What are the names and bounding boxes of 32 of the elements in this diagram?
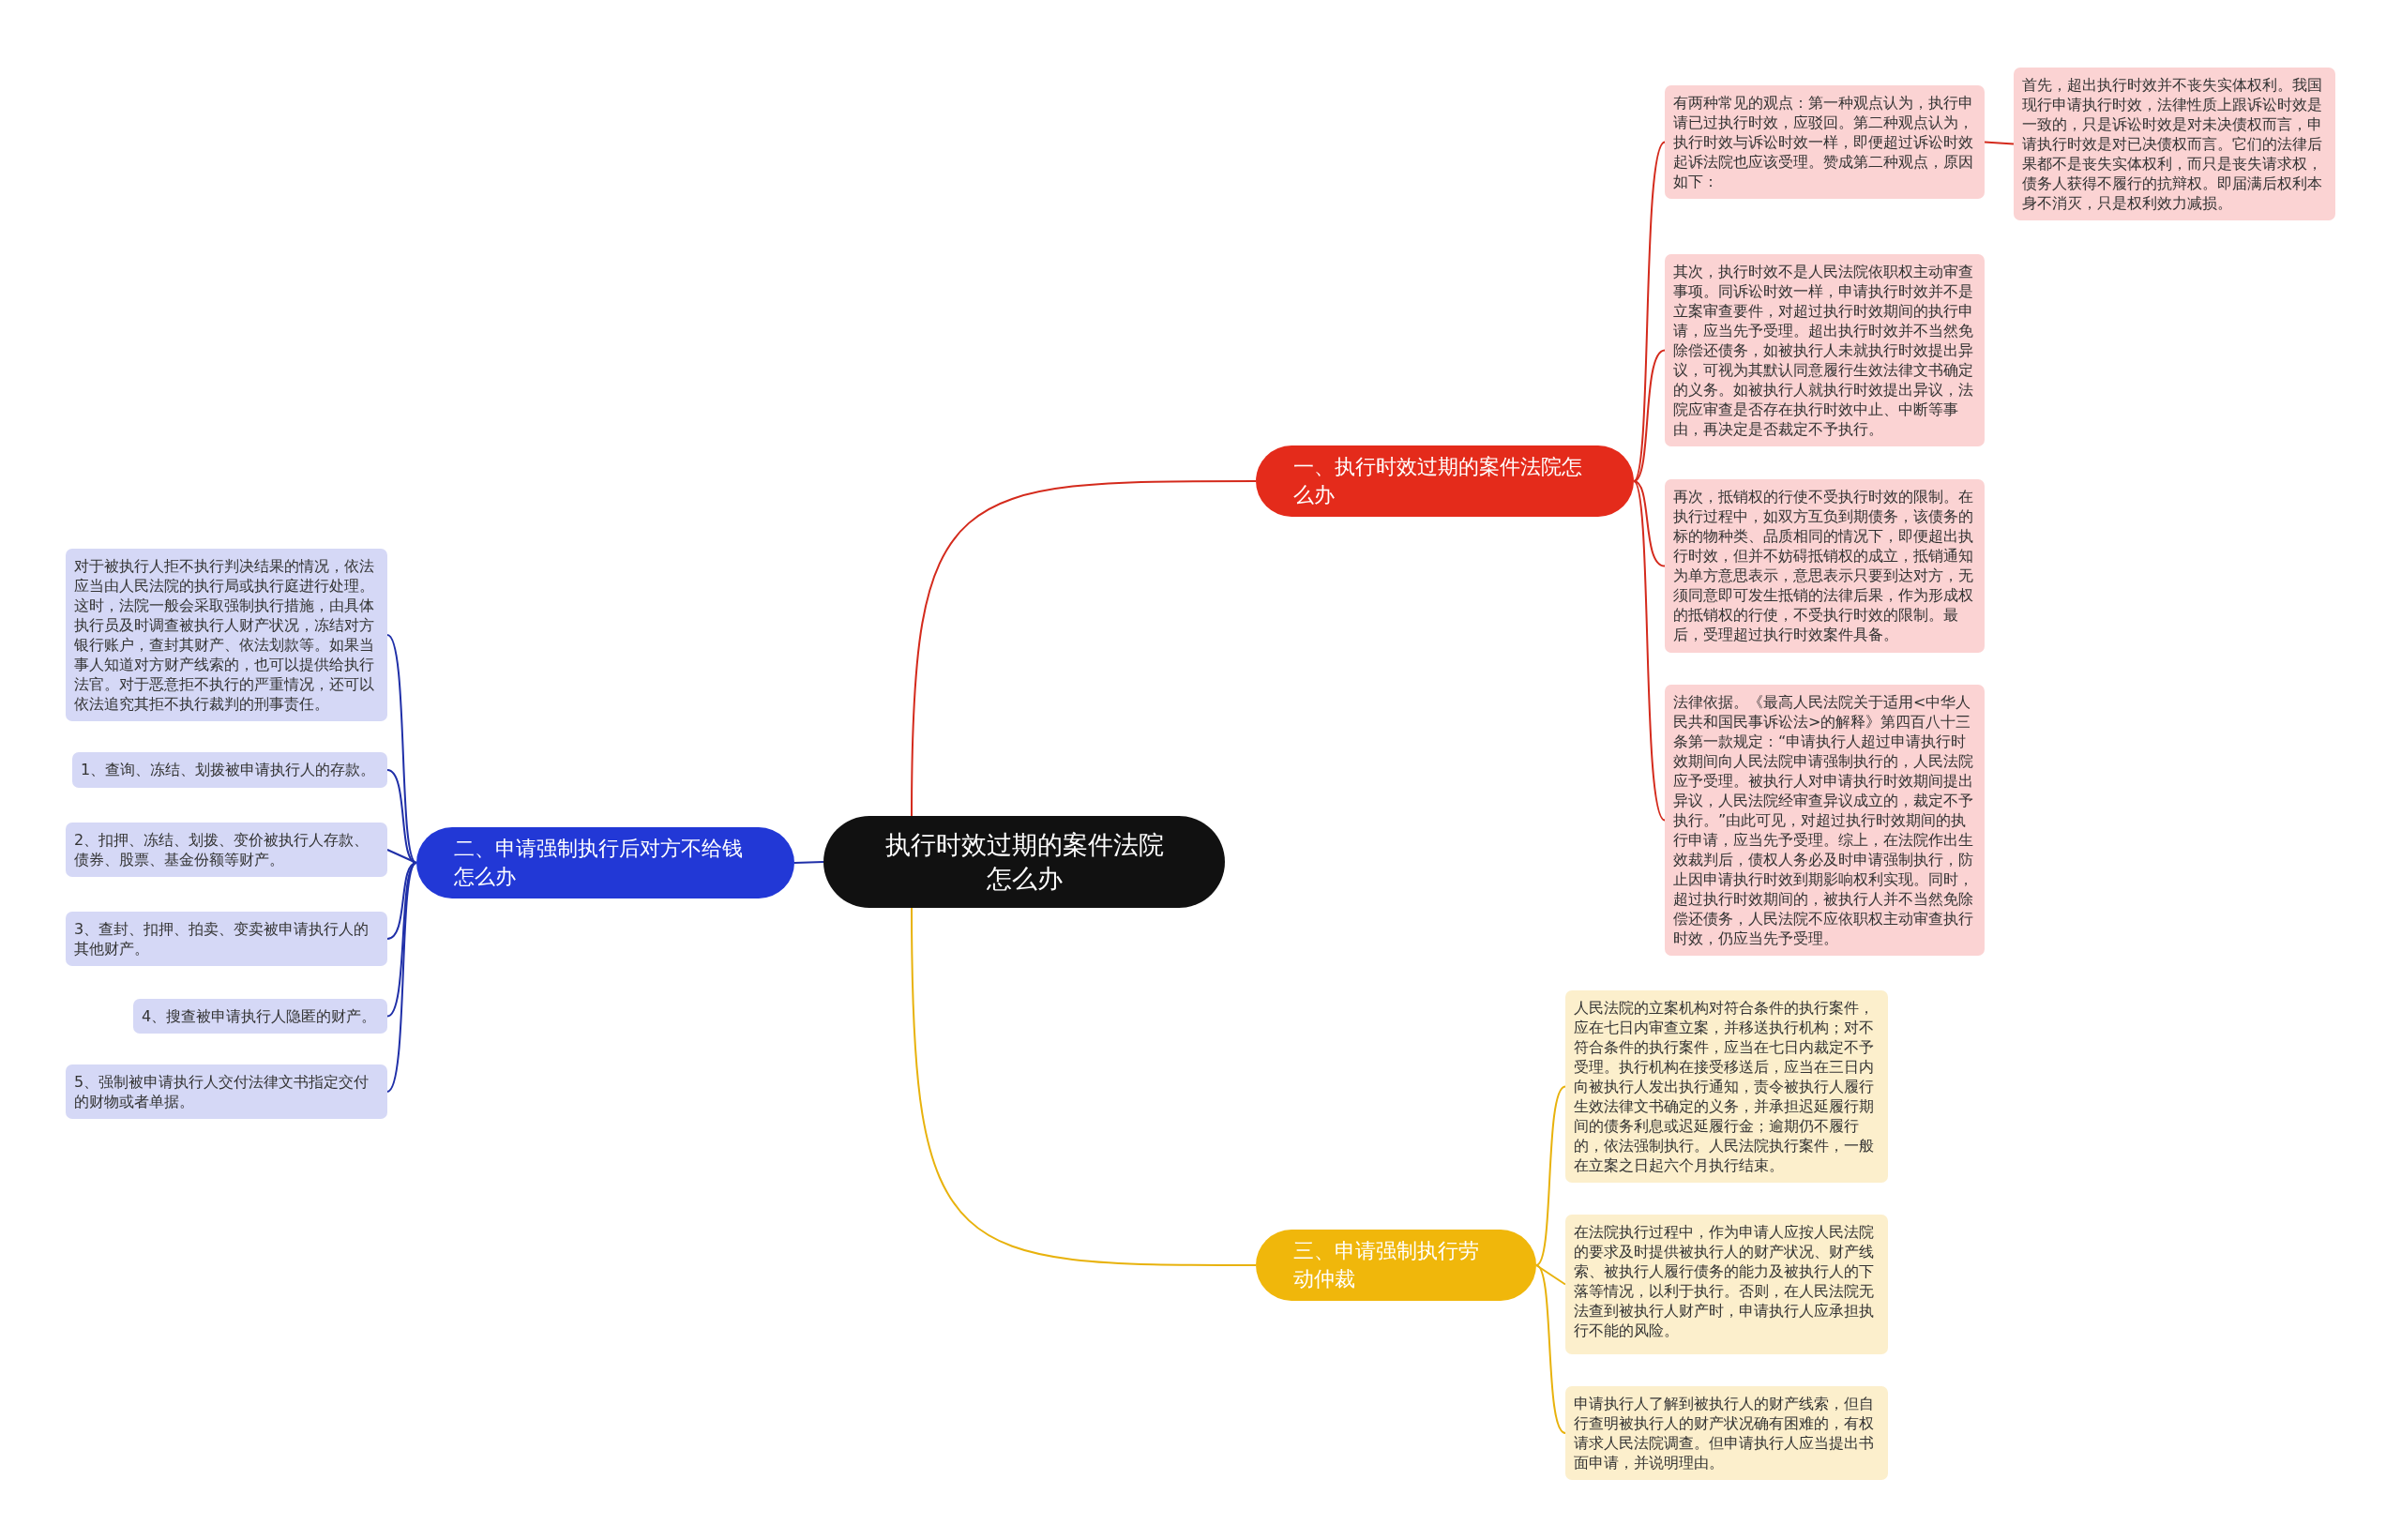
connector-line — [1633, 480, 1666, 822]
note-box: 1、查询、冻结、划拨被申请执行人的存款。 — [72, 752, 387, 788]
connector-line — [1535, 1085, 1566, 1266]
central-topic: 执行时效过期的案件法院怎么办 — [823, 816, 1225, 908]
connector-line — [1535, 1264, 1566, 1286]
note-box: 人民法院的立案机构对符合条件的执行案件，应在七日内审查立案，并移送执行机构；对不符合条件的执行案件，应当在七日内裁定不予受理。执行机构在接受移送后，应当在三日内向被执行人发出执行通知，责令被执行人履行生效法律文书确定的义务，并承担迟延履行期间的债务利息或迟延履行金；逾期仍不履行的，依法强制执行。人民法院执行案件，一般在立案之日起六个月执行结束。 — [1565, 990, 1888, 1183]
connector-line — [386, 862, 417, 1093]
connector-line — [386, 849, 417, 864]
note-box: 申请执行人了解到被执行人的财产线索，但自行查明被执行人的财产状况确有困难的，有权请求人民法院调查。但申请执行人应当提出书面申请，并说明理由。 — [1565, 1386, 1888, 1480]
note-box: 4、搜查被申请执行人隐匿的财产。 — [133, 999, 387, 1034]
connector-line — [1984, 141, 2015, 145]
note-box: 5、强制被申请执行人交付法律文书指定交付的财物或者单据。 — [66, 1064, 387, 1119]
connector-line — [1633, 480, 1666, 567]
note-box: 3、查封、扣押、拍卖、变卖被申请执行人的其他财产。 — [66, 912, 387, 966]
note-box: 对于被执行人拒不执行判决结果的情况，依法应当由人民法院的执行局或执行庭进行处理。这时，法院一般会采取强制执行措施，由具体执行员及时调查被执行人财产状况，冻结对方银行账户，查封其财产、依法划款等。如果当事人知道对方财产线索的，也可以提供给执行法官。对于恶意拒不执行的严重情况，还可以依法追究其拒不执行裁判的刑事责任。 — [66, 549, 387, 721]
branch-topic: 三、申请强制执行劳动仲裁 — [1256, 1230, 1536, 1301]
connector-line — [386, 634, 417, 864]
note-box: 有两种常见的观点：第一种观点认为，执行申请已过执行时效，应驳回。第二种观点认为，执行时效与诉讼时效一样，即便超过诉讼时效起诉法院也应该受理。赞成第二种观点，原因如下： — [1665, 85, 1985, 199]
note-box: 在法院执行过程中，作为申请人应按人民法院的要求及时提供被执行人的财产状况、财产线索、被执行人履行债务的能力及被执行人的下落等情况，以利于执行。否则，在人民法院无法查到被执行人财产时，申请执行人应承担执行不能的风险。 — [1565, 1215, 1888, 1354]
connector-line — [1633, 141, 1666, 482]
branch-topic: 二、申请强制执行后对方不给钱怎么办 — [416, 827, 794, 898]
branch-topic: 一、执行时效过期的案件法院怎么办 — [1256, 445, 1634, 517]
note-box: 2、扣押、冻结、划拨、变价被执行人存款、债券、股票、基金份额等财产。 — [66, 823, 387, 877]
connector-line — [911, 480, 1257, 819]
connector-line — [1535, 1264, 1566, 1434]
note-box: 首先，超出执行时效并不丧失实体权利。我国现行申请执行时效，法律性质上跟诉讼时效是一致的，只是诉讼时效是对未决债权而言，申请执行时效是对已决债权而言。它们的法律后果都不是丧失实体权利，而只是丧失请求权，债务人获得不履行的抗辩权。即届满后权利本身不消灭，只是权利效力减损。 — [2014, 68, 2335, 220]
note-box: 其次，执行时效不是人民法院依职权主动审查事项。同诉讼时效一样，申请执行时效并不是立案审查要件，对超过执行时效期间的执行申请，应当先予受理。超出执行时效并不当然免除偿还债务，如被执行人未就执行时效提出异议，可视为其默认同意履行生效法律文书确定的义务。如被执行人就执行时效提出异议，法院应审查是否存在执行时效中止、中断等事由，再决定是否裁定不予执行。 — [1665, 254, 1985, 446]
note-box: 再次，抵销权的行使不受执行时效的限制。在执行过程中，如双方互负到期债务，该债务的标的物种类、品质相同的情况下，即便超出执行时效，但并不妨碍抵销权的成立，抵销通知为单方意思表示，意思表示只要到达对方，无须同意即可发生抵销的法律后果，作为形成权的抵销权的行使，不受执行时效的限制。最后，受理超过执行时效案件具备。 — [1665, 479, 1985, 653]
note-box: 法律依据。《最高人民法院关于适用<中华人民共和国民事诉讼法>的解释》第四百八十三条第一款规定：“申请执行人超过申请执行时效期间向人民法院申请强制执行的，人民法院应予受理。被执行人对申请执行时效期间提出异议，人民法院经审查异议成立的，裁定不予执行。”由此可见，对超过执行时效期间的执行申请，应当先予受理。综上，在法院作出生效裁判后，债权人务必及时申请强制执行，防止因申请执行时效到期影响权利实现。同时，超过执行时效期间的，被执行人并不当然免除偿还债务，人民法院不应依职权主动审查执行时效，仍应当先予受理。 — [1665, 685, 1985, 956]
connector-line — [793, 861, 824, 864]
connector-line — [1633, 349, 1666, 482]
connector-line — [911, 905, 1257, 1266]
